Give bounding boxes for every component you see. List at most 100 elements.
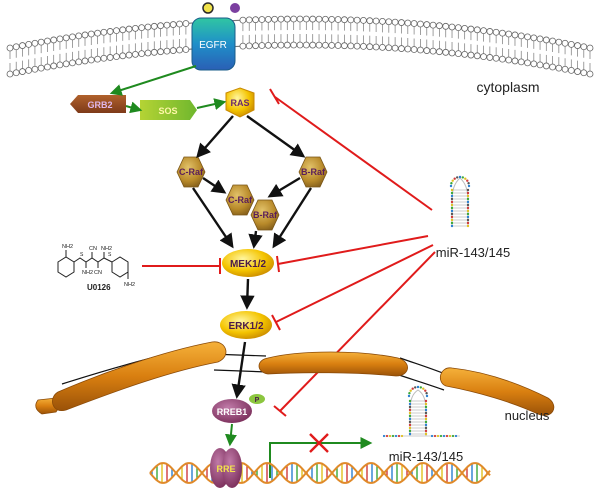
mirna-loop-base bbox=[409, 389, 412, 392]
lipid-head bbox=[302, 15, 310, 23]
nucleus-label: nucleus bbox=[505, 408, 550, 423]
lipid-head bbox=[6, 70, 14, 78]
mirna-base bbox=[424, 420, 428, 424]
lipid-head bbox=[245, 42, 253, 50]
lipid-head bbox=[131, 50, 139, 58]
dna-helix bbox=[149, 462, 491, 484]
lipid-head bbox=[423, 47, 431, 54]
lipid-head bbox=[315, 15, 323, 23]
mirna-base bbox=[424, 411, 428, 415]
lipid-head bbox=[62, 60, 70, 68]
lipid-head bbox=[69, 33, 76, 41]
lipid-head bbox=[69, 59, 76, 67]
u0126-structure bbox=[57, 250, 129, 279]
lipid-head bbox=[341, 42, 348, 50]
lipid-head bbox=[486, 28, 494, 35]
mirna-loop-base bbox=[419, 386, 422, 389]
lipid-head bbox=[94, 55, 101, 63]
lipid-head bbox=[473, 52, 481, 60]
nuclear-envelope-segment-right bbox=[439, 367, 555, 416]
lipid-head bbox=[37, 38, 45, 46]
lipid-head bbox=[258, 16, 266, 23]
lipid-head bbox=[549, 63, 556, 71]
arrow-ras-to-braf bbox=[246, 115, 306, 158]
lipid-head bbox=[492, 28, 500, 36]
mirna-loop-base bbox=[464, 177, 467, 180]
lipid-head bbox=[50, 36, 58, 44]
mirna-base bbox=[424, 408, 428, 412]
lipid-head bbox=[252, 16, 259, 24]
lipid-head bbox=[391, 44, 399, 52]
lipid-head bbox=[106, 28, 114, 35]
lipid-head bbox=[31, 39, 39, 47]
dna-strand-a bbox=[149, 462, 491, 484]
mirna-tail-base bbox=[454, 434, 458, 438]
lipid-head bbox=[536, 35, 544, 43]
lipid-head bbox=[150, 22, 158, 30]
u0126-s-right: S bbox=[108, 252, 112, 258]
lipid-head bbox=[555, 64, 563, 72]
mirna-base bbox=[450, 221, 454, 225]
lipid-head bbox=[360, 16, 367, 24]
cytoplasm-label: cytoplasm bbox=[476, 79, 539, 95]
mirna-base bbox=[466, 191, 470, 195]
lipid-head bbox=[530, 34, 538, 42]
rreb1-label: RREB1 bbox=[217, 407, 248, 417]
mirna-base bbox=[466, 209, 470, 213]
lipid-head bbox=[290, 15, 298, 23]
braf-node: B-Raf bbox=[298, 156, 328, 188]
lipid-head bbox=[12, 69, 20, 77]
lipid-head bbox=[524, 33, 531, 41]
lipid-head bbox=[586, 70, 594, 78]
u0126-cn-bottom: CN bbox=[94, 270, 102, 276]
phospho-badge: P bbox=[249, 394, 265, 404]
lipid-head bbox=[258, 42, 266, 49]
mirna-product-bases bbox=[382, 385, 458, 438]
lipid-head bbox=[461, 50, 469, 58]
craf-braf-dimer: C-Raf B-Raf bbox=[225, 184, 280, 231]
u0126-backbone bbox=[73, 257, 113, 263]
mirna-product-label: miR-143/145 bbox=[389, 449, 463, 464]
lipid-head bbox=[410, 20, 418, 27]
lipid-head bbox=[113, 27, 120, 35]
mirna-base bbox=[450, 206, 454, 210]
lipid-head bbox=[264, 15, 272, 23]
mirna-base bbox=[424, 417, 428, 421]
lipid-head bbox=[404, 45, 412, 53]
lipid-head bbox=[271, 15, 279, 23]
lipid-head bbox=[366, 43, 374, 51]
lipid-head bbox=[75, 58, 83, 66]
mirna-base bbox=[424, 426, 428, 430]
lipid-head bbox=[163, 47, 171, 55]
grb2-node: GRB2 bbox=[70, 95, 126, 113]
mirna-base bbox=[466, 203, 470, 207]
arrow-grb2-to-sos bbox=[125, 101, 143, 114]
cell-membrane bbox=[6, 15, 594, 78]
mirna-tail-base bbox=[385, 434, 389, 438]
lipid-head bbox=[277, 41, 285, 49]
lipid-head bbox=[385, 44, 393, 52]
mirna-base bbox=[450, 188, 454, 192]
lipid-head bbox=[56, 61, 64, 69]
lipid-head bbox=[499, 55, 506, 63]
u0126-nh2-top-right: NH2 bbox=[101, 246, 112, 252]
mirna-label: miR-143/145 bbox=[436, 245, 510, 260]
rre-element: RRE bbox=[210, 448, 242, 488]
rreb1-node: RREB1 bbox=[212, 399, 252, 423]
u0126-cn-top: CN bbox=[89, 246, 97, 252]
mirna-base bbox=[408, 405, 412, 409]
lipid-head bbox=[62, 34, 70, 42]
mirna-base bbox=[466, 212, 470, 216]
lipid-head bbox=[182, 20, 190, 27]
egfr-label: EGFR bbox=[199, 40, 227, 51]
lipid-head bbox=[542, 62, 550, 70]
lipid-head bbox=[341, 16, 348, 24]
lipid-head bbox=[157, 48, 164, 56]
lipid-head bbox=[163, 21, 171, 29]
lipid-head bbox=[347, 42, 355, 50]
mirna-tail-base bbox=[388, 434, 392, 438]
mirna-loop-base bbox=[466, 179, 469, 182]
nuclear-envelope-segment-middle bbox=[258, 351, 408, 377]
lipid-head bbox=[157, 22, 164, 30]
mirna-loop-base bbox=[425, 392, 428, 395]
